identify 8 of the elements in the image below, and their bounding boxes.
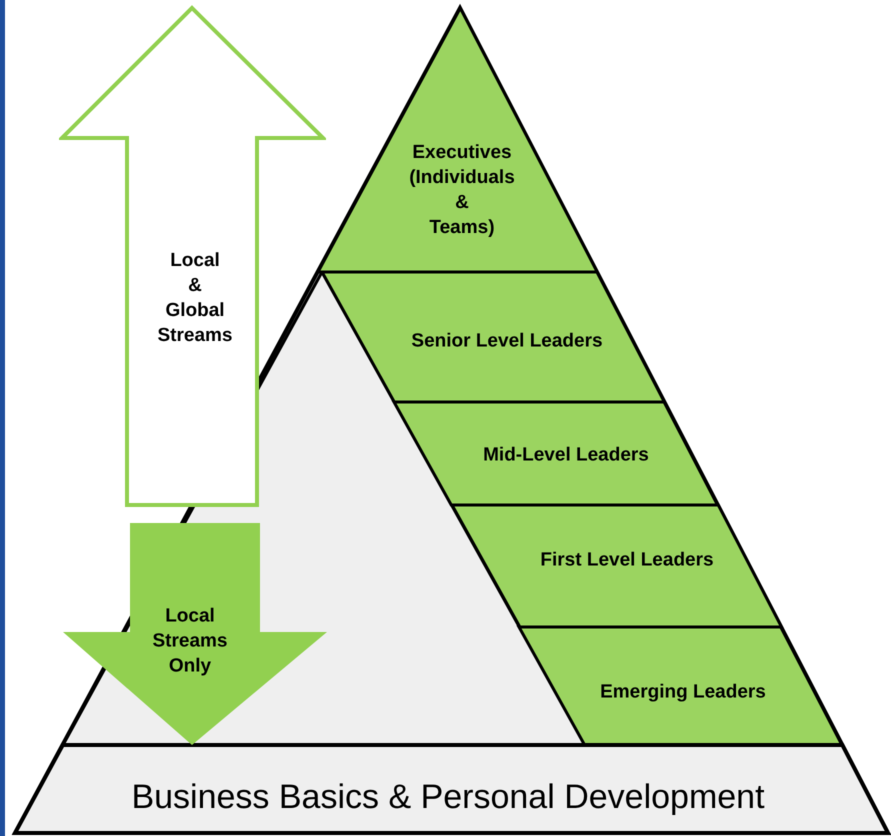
- tier-label: Senior Level Leaders: [411, 330, 603, 354]
- tier-label: First Level Leaders: [540, 548, 714, 572]
- tier-label: Emerging Leaders: [600, 680, 766, 704]
- tier-label: Executives (Individuals & Teams): [409, 141, 515, 240]
- base-label: Business Basics & Personal Development: [131, 777, 765, 817]
- arrow-label: Local & Global Streams: [158, 249, 232, 348]
- arrow-label: Local Streams Only: [152, 604, 228, 678]
- tier-label: Mid-Level Leaders: [483, 444, 649, 468]
